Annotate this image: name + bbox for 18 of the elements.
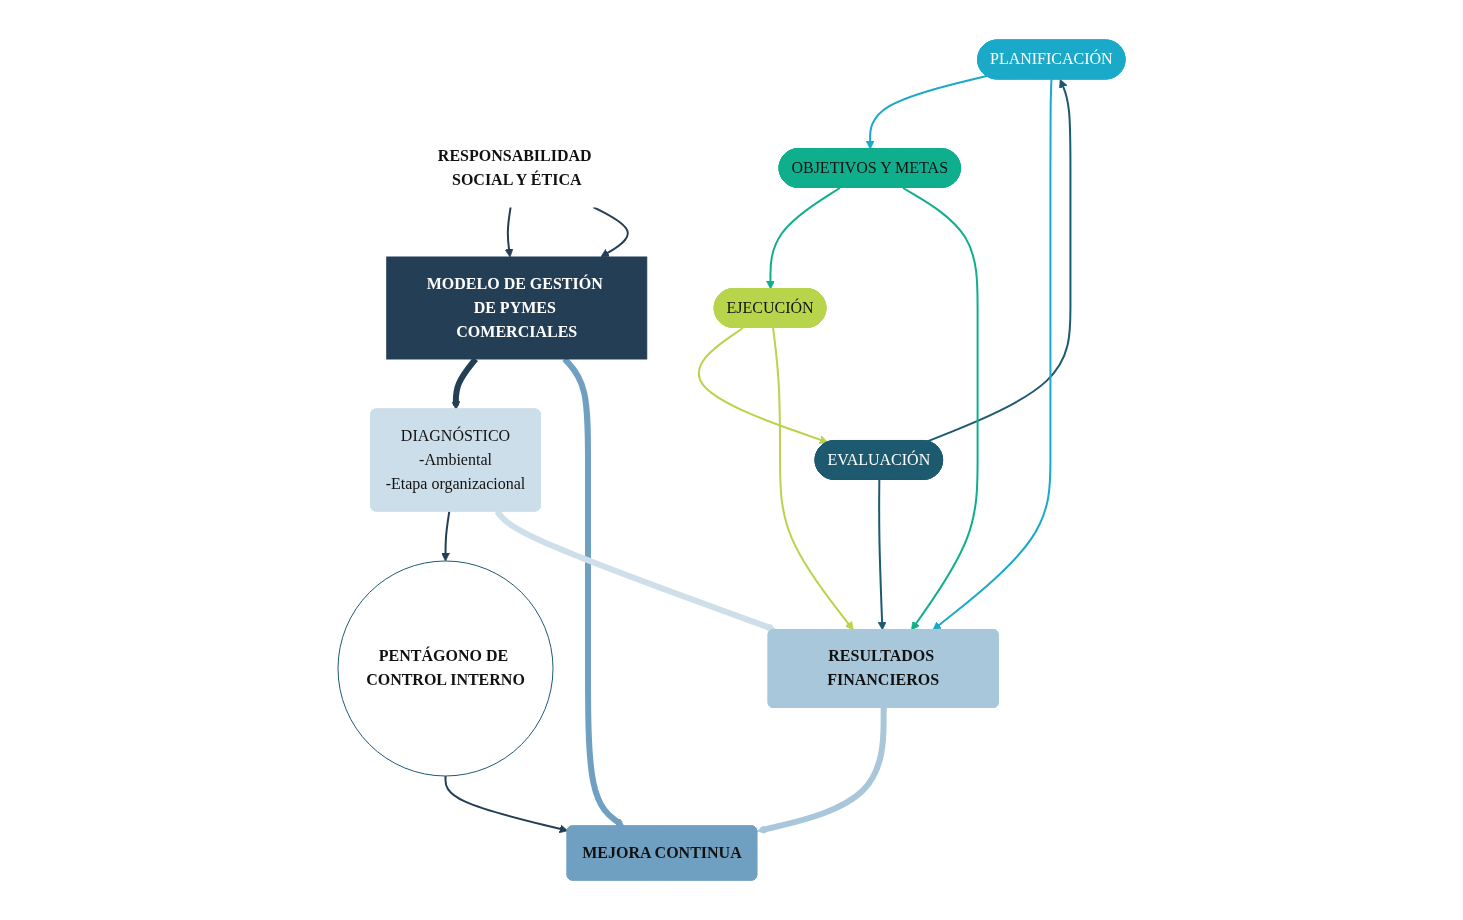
node-circle: PENTÁGONO DE CONTROL INTERNO <box>337 560 554 777</box>
arrow <box>444 775 569 834</box>
arrow <box>877 479 887 631</box>
arrow <box>902 187 979 631</box>
node-box: MODELO DE GESTIÓN DE PYMES COMERCIALES <box>386 256 648 360</box>
arrow <box>756 707 887 834</box>
arrow <box>865 75 988 150</box>
node-text: RESPONSABILIDAD SOCIAL Y ÉTICA <box>437 147 592 188</box>
arrow <box>504 206 514 258</box>
arrow <box>592 206 629 258</box>
arrow <box>926 79 1072 443</box>
arrow <box>932 78 1053 631</box>
arrow <box>441 510 451 562</box>
arrow <box>451 357 478 410</box>
arrow <box>697 327 829 444</box>
arrow <box>772 327 854 631</box>
arrow <box>494 509 777 632</box>
arrow <box>766 187 841 290</box>
